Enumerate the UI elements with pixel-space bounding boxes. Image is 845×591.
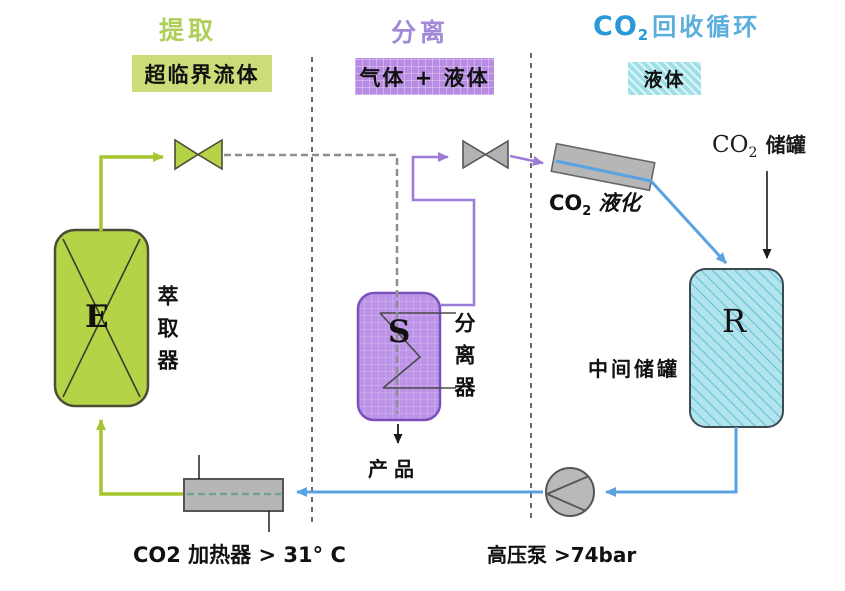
liquefier-text: 液化 <box>598 191 641 215</box>
recycle-title-text: 回收循环 <box>652 13 761 41</box>
heater-label: CO2 加热器 > 31° C <box>133 543 346 567</box>
reservoir-letter: R <box>722 302 747 340</box>
co2-tank-label: CO2 储罐 <box>712 129 806 161</box>
phase-box-supercritical: 超临界流体 <box>132 55 272 92</box>
heater-icon <box>183 455 284 532</box>
co2-formula: CO <box>593 11 638 42</box>
co2-subscript: 2 <box>637 26 650 44</box>
separator-label: 分离器 <box>452 312 476 408</box>
pipe-valve-to-liquefier <box>509 154 544 166</box>
co2-subscript: 2 <box>748 145 758 161</box>
pipe-valve-to-separator-dashed <box>224 153 399 414</box>
reservoir-label: 中间储罐 <box>588 357 680 381</box>
co2-subscript: 2 <box>582 204 592 219</box>
phase-box-gas-liquid: 气体 + 液体 <box>355 58 494 95</box>
extractor-letter: E <box>85 299 109 335</box>
section-title-separate: 分离 <box>391 18 450 47</box>
pipe-reservoir-to-pump <box>605 427 738 497</box>
pipe-liquefier-to-reservoir <box>555 159 728 265</box>
separator-internals <box>379 312 456 389</box>
pipe-heater-to-extractor <box>96 419 184 496</box>
extractor-cross-lines <box>62 238 141 398</box>
separator-vessel <box>356 291 456 422</box>
extractor-vessel <box>53 228 150 408</box>
reservoir-vessel <box>689 268 784 428</box>
gas-valve-icon <box>462 139 509 170</box>
product-label: 产品 <box>368 457 420 481</box>
pump-icon <box>545 467 595 517</box>
expansion-valve-icon <box>174 138 223 171</box>
liquefier-icon <box>550 142 656 192</box>
co2-formula: CO <box>549 191 583 215</box>
section-title-extract: 提取 <box>159 16 218 45</box>
pipe-separator-to-valve <box>411 152 476 307</box>
phase-box-liquid: 液体 <box>628 62 701 95</box>
pump-label: 高压泵 >74bar <box>487 543 637 567</box>
co2-tank-text: 储罐 <box>765 133 806 157</box>
liquefier-label: CO2 液化 <box>549 187 640 219</box>
separator-letter: S <box>388 314 411 350</box>
extractor-label: 萃取器 <box>155 285 179 381</box>
co2-formula: CO <box>712 132 749 158</box>
pipe-extractor-to-valve <box>99 152 164 231</box>
